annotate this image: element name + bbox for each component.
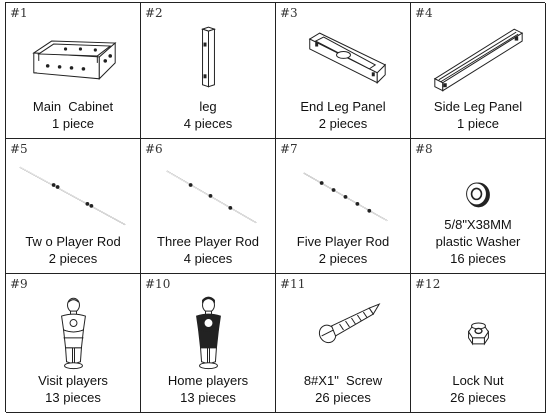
part-cell-washer: #8 5/8"X38MM plastic Washer 16 pieces (411, 139, 546, 274)
part-name-line2: plastic Washer (435, 234, 521, 249)
part-cell-side-leg-panel: #4 Side Leg Panel 1 piece (411, 3, 546, 139)
part-number: #11 (280, 277, 306, 291)
part-name: Tw o Player Rod (25, 234, 121, 249)
part-quantity: 1 piece (457, 116, 499, 131)
visit-player-icon (61, 297, 86, 370)
main-cabinet-icon (32, 40, 117, 80)
part-cell-screw: #11 8#X1" Screw 26 pieces (276, 274, 411, 413)
part-cell-leg: #2 leg 4 pieces (141, 3, 276, 139)
parts-list-grid: #1 Main Cabinet 1 piece #2 (5, 2, 546, 413)
part-name: Three Player Rod (157, 234, 259, 249)
leg-icon (200, 26, 217, 88)
part-name: End Leg Panel (300, 99, 386, 114)
player-rod-icon (303, 172, 388, 222)
part-cell-main-cabinet: #1 Main Cabinet 1 piece (6, 3, 141, 139)
part-cell-lock-nut: #12 Lock Nut 26 pieces (411, 274, 546, 413)
part-name: 5/8"X38MM (444, 217, 512, 232)
part-quantity: 26 pieces (315, 390, 371, 405)
player-rod-icon (166, 170, 257, 224)
part-number: #10 (145, 277, 171, 291)
part-cell-end-leg-panel: #3 End Leg Panel 2 pieces (276, 3, 411, 139)
part-name: leg (199, 99, 217, 114)
part-quantity: 4 pieces (183, 116, 233, 131)
part-quantity: 1 piece (52, 116, 94, 131)
part-name: 8#X1" Screw (303, 373, 383, 388)
part-quantity: 4 pieces (183, 251, 233, 266)
part-quantity: 2 pieces (318, 251, 368, 266)
part-cell-home-players: #10 Home players 13 pieces (141, 274, 276, 413)
side-leg-panel-icon (433, 28, 524, 92)
part-number: #6 (145, 142, 163, 156)
part-number: #3 (280, 6, 298, 20)
end-leg-panel-icon (308, 32, 387, 84)
part-number: #8 (415, 142, 433, 156)
part-name: Visit players (38, 373, 108, 388)
part-name: Main Cabinet (32, 99, 114, 114)
part-quantity: 13 pieces (45, 390, 101, 405)
home-player-icon (196, 296, 221, 370)
part-cell-three-player-rod: #6 Three Player Rod 4 pieces (141, 139, 276, 274)
part-quantity: 26 pieces (450, 390, 506, 405)
part-name: Five Player Rod (296, 234, 390, 249)
part-number: #1 (10, 6, 28, 20)
part-name: Lock Nut (452, 373, 504, 388)
part-quantity: 13 pieces (180, 390, 236, 405)
part-cell-visit-players: #9 Visit players 13 pieces (6, 274, 141, 413)
part-number: #12 (415, 277, 441, 291)
part-cell-five-player-rod: #7 Five Player Rod 2 pieces (276, 139, 411, 274)
part-number: #9 (10, 277, 28, 291)
part-quantity: 2 pieces (318, 116, 368, 131)
part-quantity: 16 pieces (450, 251, 506, 266)
player-rod-icon (19, 166, 126, 226)
part-number: #2 (145, 6, 163, 20)
part-name: Side Leg Panel (433, 99, 523, 114)
part-cell-two-player-rod: #5 Tw o Player Rod 2 pieces (6, 139, 141, 274)
part-number: #7 (280, 142, 298, 156)
part-number: #5 (10, 142, 28, 156)
screw-icon (318, 303, 381, 344)
washer-icon (466, 182, 490, 208)
part-number: #4 (415, 6, 433, 20)
part-quantity: 2 pieces (48, 251, 98, 266)
part-name: Home players (167, 373, 249, 388)
lock-nut-icon (467, 322, 490, 346)
